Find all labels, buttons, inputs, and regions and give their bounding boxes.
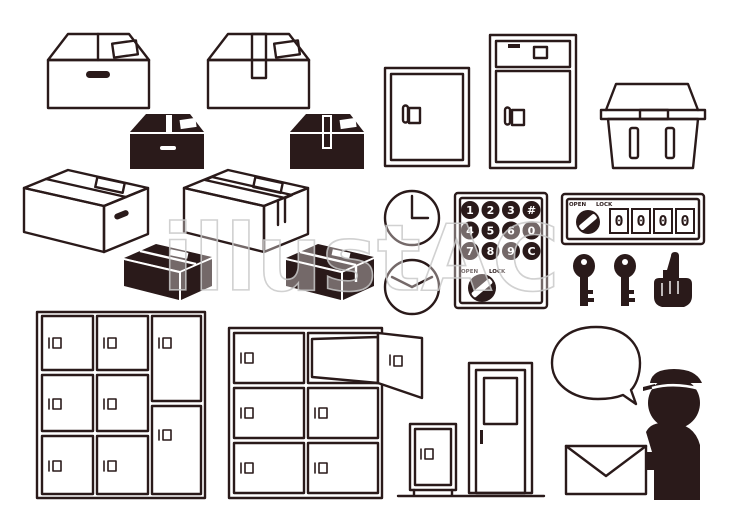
key-icon [573,254,595,306]
dial-digit-wheel [675,208,695,234]
lying-box-icon [22,168,150,254]
dark-box-icon [123,244,213,300]
keypad-lock-label: LOCK [489,269,506,275]
keypad-key [461,242,479,260]
tall-locker-icon [488,33,578,170]
delivery-person-icon [634,369,702,500]
keypad-key [481,221,500,240]
dial-digit: 0 [680,212,689,230]
keypad-key-label: 6 [507,225,515,238]
dial-digit-wheel [609,208,629,234]
keypad-key-label: 2 [487,204,495,217]
taped-box-icon [206,32,311,110]
keypad-key [481,201,500,219]
keypad-key-label: # [527,204,536,217]
keypad-key [522,242,541,260]
envelope-icon [564,444,648,496]
keypad-key [461,221,479,240]
watermark-text-fill: illustAC [162,205,560,312]
keypad-key [502,201,520,219]
dial-lock-label: LOCK [596,202,613,208]
dark-box-icon [290,114,364,169]
keypad-key [522,201,541,219]
keypad-key-label: 0 [528,225,536,238]
dial-digit-wheel [631,208,651,234]
dial-digit: 0 [658,212,667,230]
keypad-key [522,221,541,240]
keypad-key-label: 9 [507,245,515,258]
locker-bank-icon [35,310,207,500]
keypad-key-label: 7 [466,245,474,258]
pointing-hand-icon [654,252,692,307]
door-icon [467,361,534,495]
keypad-key-label: C [527,245,535,258]
keypad-key-label: 4 [466,225,474,238]
lying-box-icon [182,168,310,254]
dial-digit: 0 [614,212,623,230]
small-safe-icon [408,422,458,497]
keypad-key-label: 1 [466,204,474,217]
basket-icon [599,82,707,170]
dial-open-label: OPEN [569,202,586,208]
keypad-key [502,242,520,260]
key-icon [614,254,636,306]
keypad-key [502,221,520,240]
dark-box-icon [130,114,204,169]
speech-bubble-icon [550,325,642,406]
open-box-icon [46,32,151,110]
dial-digit-wheel [653,208,673,234]
watermark-text: illustAC [162,205,560,312]
dial-digit: 0 [636,212,645,230]
keypad-key-label: 5 [487,225,495,238]
clock-three-icon [383,189,441,247]
safe-icon [383,66,471,168]
keypad-key-label: 3 [507,204,515,217]
keypad-key [481,242,500,260]
dark-box-icon [285,244,375,300]
keypad-key [461,201,479,219]
clock-ten-ten-icon [383,258,441,316]
locker-bank-icon [227,326,424,500]
keypad-key-label: 8 [487,245,495,258]
keypad-open-label: OPEN [461,269,478,275]
